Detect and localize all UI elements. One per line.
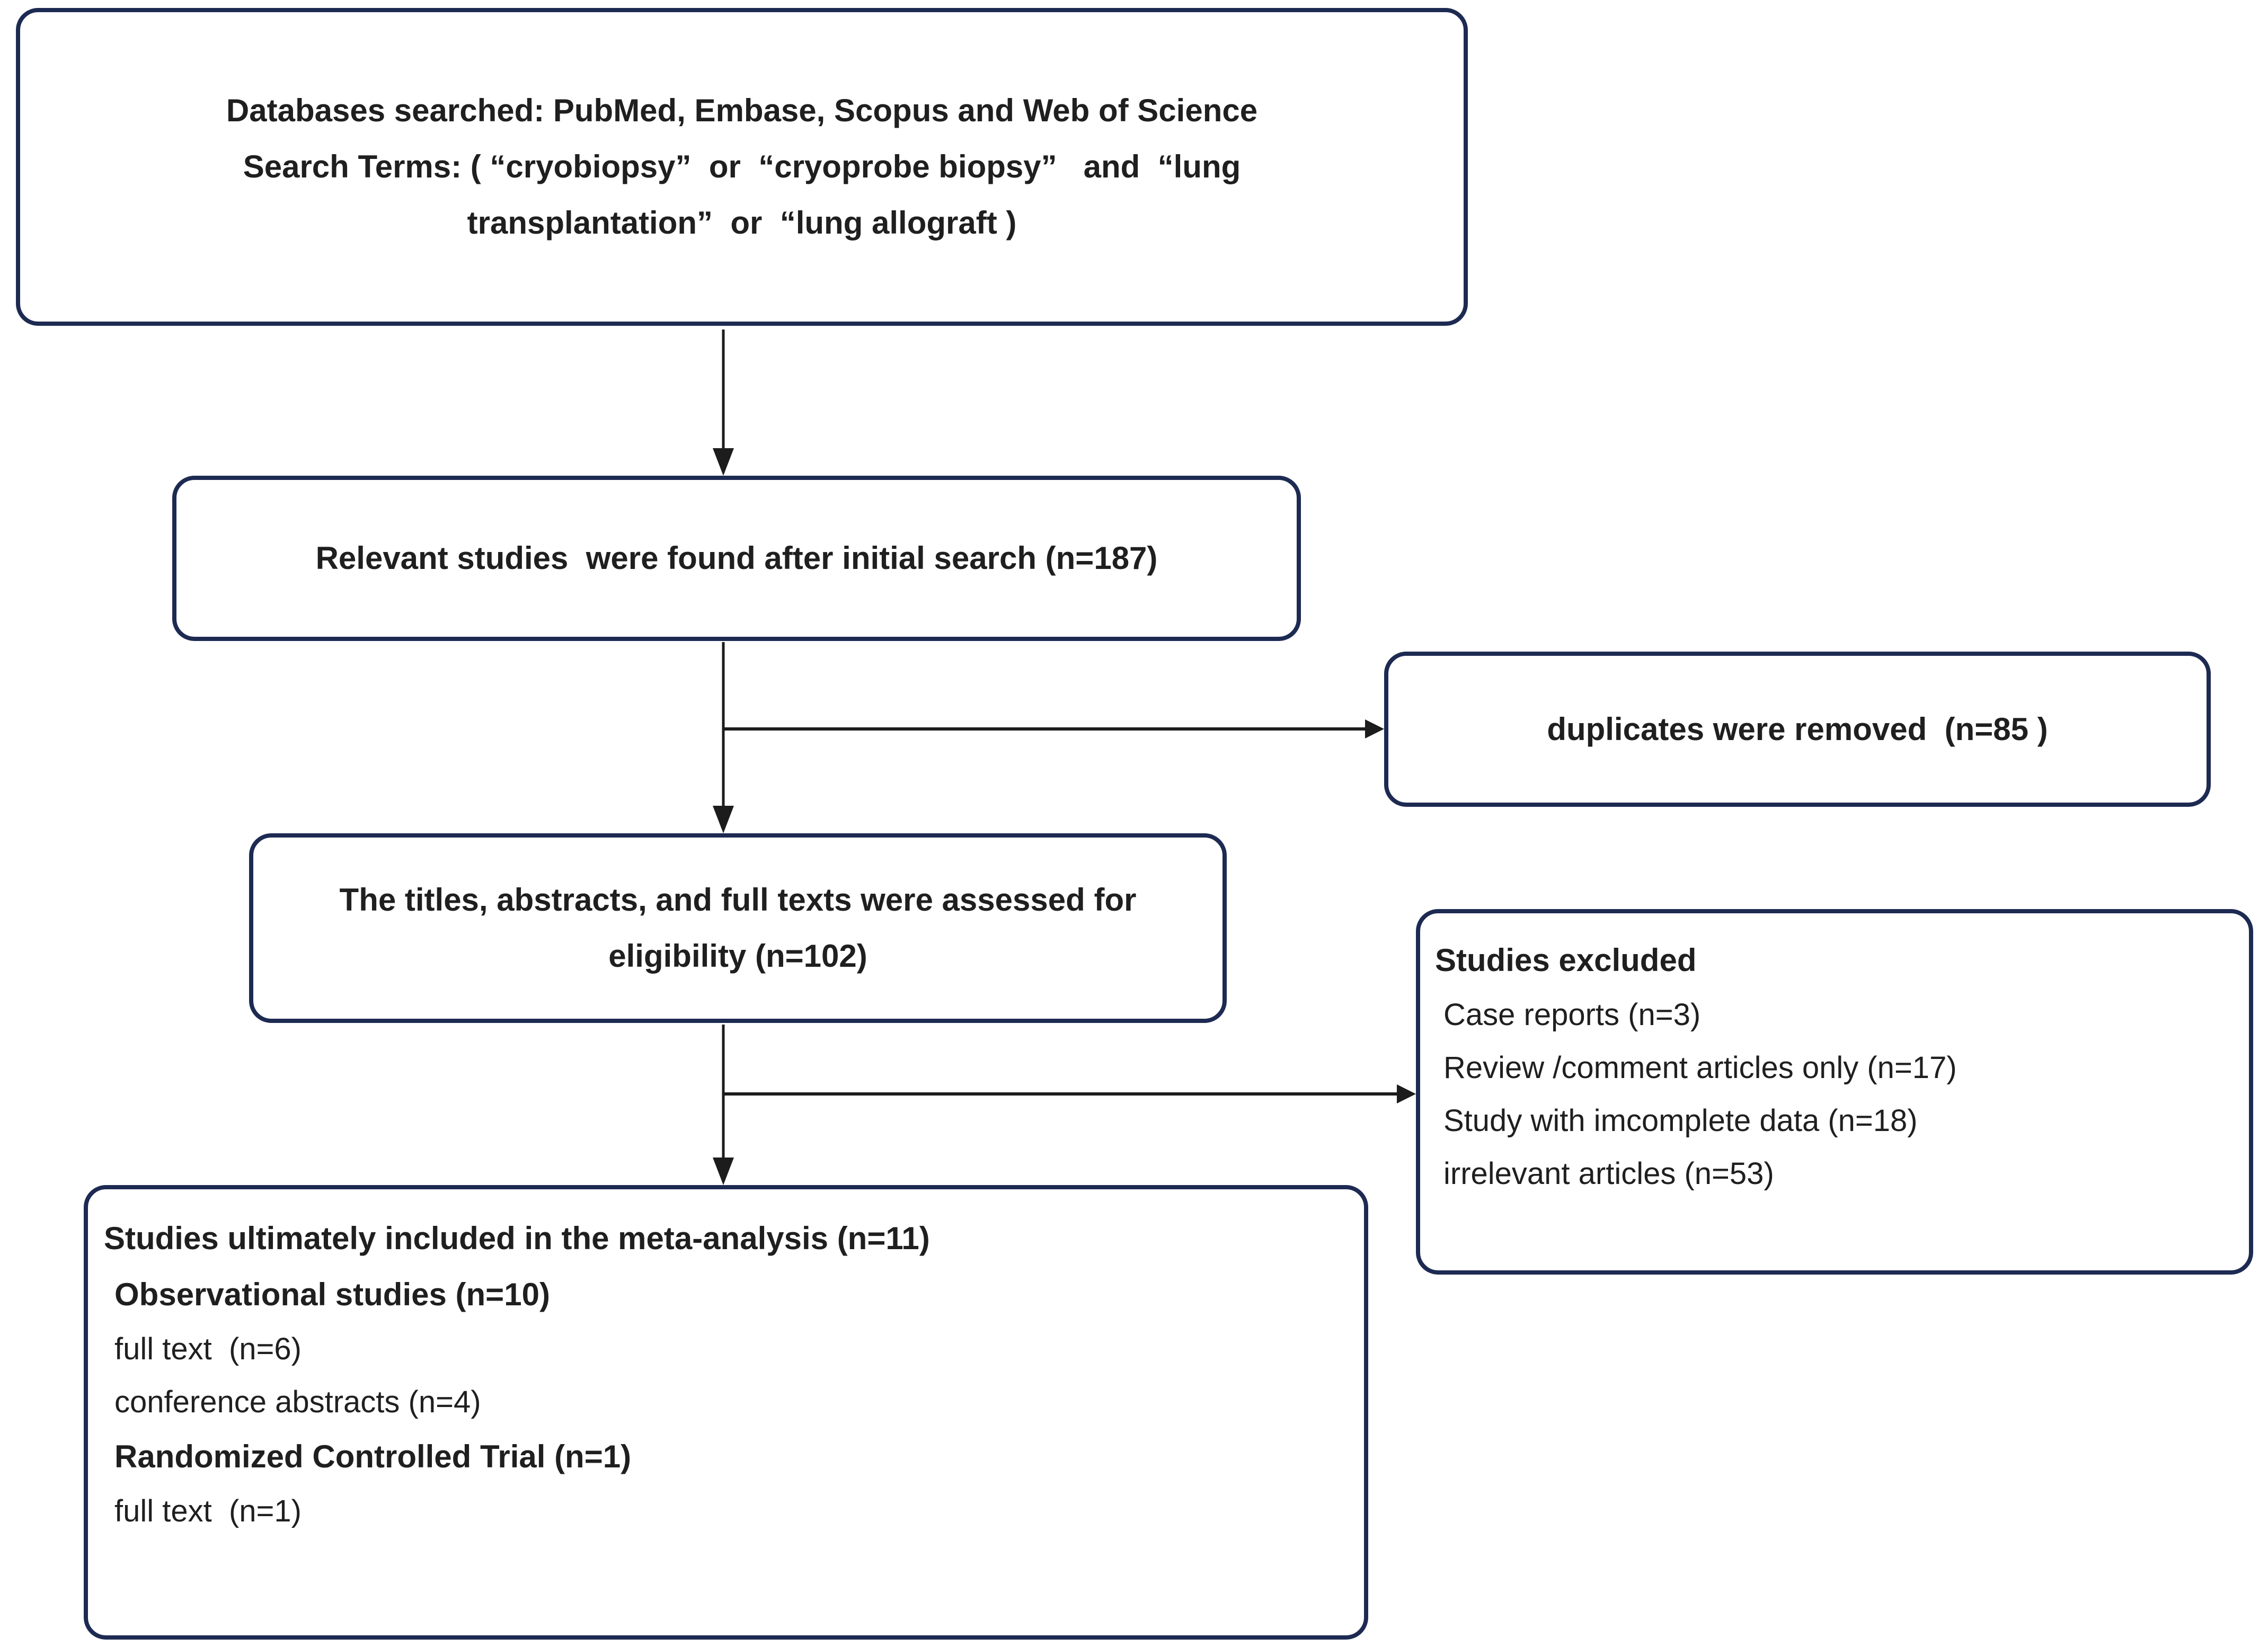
excluded-item: Case reports (n=3) bbox=[1443, 998, 1701, 1032]
duplicates-removed-text: duplicates were removed (n=85 ) bbox=[1547, 711, 2048, 747]
arrow-initial-to-assessed bbox=[713, 642, 734, 833]
excluded-item: Study with imcomplete data (n=18) bbox=[1443, 1103, 1918, 1138]
included-line: Randomized Controlled Trial (n=1) bbox=[114, 1439, 632, 1474]
duplicates-removed-box: duplicates were removed (n=85 ) bbox=[1384, 652, 2211, 807]
included-line: Studies ultimately included in the meta-… bbox=[104, 1221, 930, 1256]
initial-search-text: Relevant studies were found after initia… bbox=[315, 540, 1158, 576]
search-terms-line: transplantation” or “lung allograft ) bbox=[467, 205, 1017, 241]
eligibility-line: eligibility (n=102) bbox=[608, 938, 867, 974]
excluded-item: irrelevant articles (n=53) bbox=[1443, 1156, 1774, 1191]
arrow-branch-duplicates bbox=[723, 719, 1384, 738]
search-terms-box: Databases searched: PubMed, Embase, Scop… bbox=[16, 8, 1468, 326]
included-line: full text (n=6) bbox=[114, 1332, 302, 1366]
arrow-branch-excluded bbox=[723, 1084, 1416, 1103]
studies-excluded-title: Studies excluded bbox=[1435, 942, 1697, 978]
excluded-item: Review /comment articles only (n=17) bbox=[1443, 1050, 1957, 1085]
included-studies-box: Studies ultimately included in the meta-… bbox=[84, 1185, 1368, 1640]
included-line: full text (n=1) bbox=[114, 1494, 302, 1528]
initial-search-box: Relevant studies were found after initia… bbox=[172, 476, 1301, 641]
included-line: Observational studies (n=10) bbox=[114, 1277, 550, 1312]
search-terms-line: Databases searched: PubMed, Embase, Scop… bbox=[226, 93, 1258, 128]
studies-excluded-box: Studies excluded Case reports (n=3) Revi… bbox=[1416, 909, 2253, 1275]
eligibility-assessment-box: The titles, abstracts, and full texts we… bbox=[249, 833, 1227, 1023]
search-terms-line: Search Terms: ( “cryobiopsy” or “cryopro… bbox=[243, 149, 1241, 184]
arrow-search-to-initial bbox=[713, 330, 734, 476]
eligibility-line: The titles, abstracts, and full texts we… bbox=[339, 882, 1137, 918]
included-line: conference abstracts (n=4) bbox=[114, 1385, 481, 1419]
arrow-assessed-to-included bbox=[713, 1025, 734, 1185]
